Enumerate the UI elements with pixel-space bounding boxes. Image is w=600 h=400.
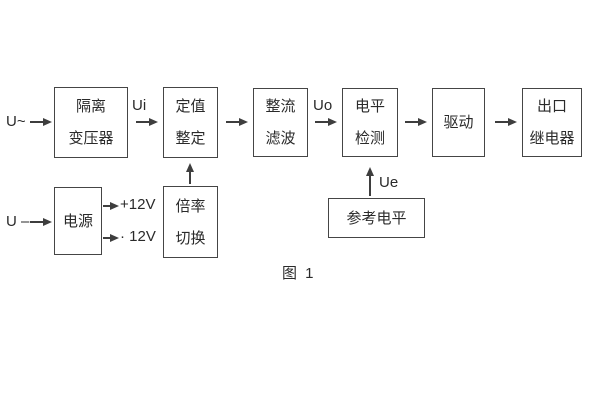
block-reference-level: 参考电平 xyxy=(328,198,425,238)
arrow-drive-to-relay xyxy=(495,117,517,126)
label-signal-uo: Uo xyxy=(313,97,333,114)
block-line: 整流 xyxy=(265,98,296,115)
block-line: 继电器 xyxy=(529,130,575,147)
block-line: 电源 xyxy=(62,212,93,230)
arrow-rectifier-to-level xyxy=(315,117,337,126)
arrow-transformer-to-setting xyxy=(136,117,158,126)
label-signal-ue: Ue xyxy=(379,174,399,191)
block-line: 隔离 xyxy=(75,98,106,115)
block-line: 定值 xyxy=(175,98,206,115)
arrow-input-ac xyxy=(30,117,52,126)
block-line: 电平 xyxy=(354,98,385,115)
block-line: 检测 xyxy=(354,130,385,147)
block-line: 切换 xyxy=(175,229,206,247)
arrow-rail-negative xyxy=(103,233,119,242)
label-input-ac: U~ xyxy=(6,113,26,130)
block-setting-adjust: 定值 整定 xyxy=(163,87,218,158)
arrow-reference-to-level xyxy=(365,167,374,196)
block-isolation-transformer: 隔离 变压器 xyxy=(54,87,128,158)
block-ratio-switch: 倍率 切换 xyxy=(163,186,218,258)
block-line: 出口 xyxy=(536,98,567,115)
block-level-detect: 电平 检测 xyxy=(342,88,398,157)
arrow-input-dc xyxy=(30,217,52,226)
block-line: 滤波 xyxy=(265,130,296,147)
label-rail-positive: +12V xyxy=(120,196,156,213)
arrow-level-to-drive xyxy=(405,117,427,126)
block-power-supply: 电源 xyxy=(54,187,102,255)
figure-caption: 图 1 xyxy=(282,265,316,282)
arrow-ratio-to-setting xyxy=(185,163,194,184)
block-line: 整定 xyxy=(175,130,206,147)
label-input-dc: U – xyxy=(6,213,30,230)
arrow-rail-positive xyxy=(103,201,119,210)
label-rail-negative: · 12V xyxy=(120,228,156,245)
block-rectifier-filter: 整流 滤波 xyxy=(253,88,308,157)
block-line: 驱动 xyxy=(443,114,474,131)
block-drive: 驱动 xyxy=(432,88,485,157)
block-output-relay: 出口 继电器 xyxy=(522,88,582,157)
label-signal-ui: Ui xyxy=(132,97,147,114)
block-line: 变压器 xyxy=(68,130,114,147)
arrow-setting-to-rectifier xyxy=(226,117,248,126)
block-line: 参考电平 xyxy=(346,209,407,227)
block-line: 倍率 xyxy=(175,197,206,215)
